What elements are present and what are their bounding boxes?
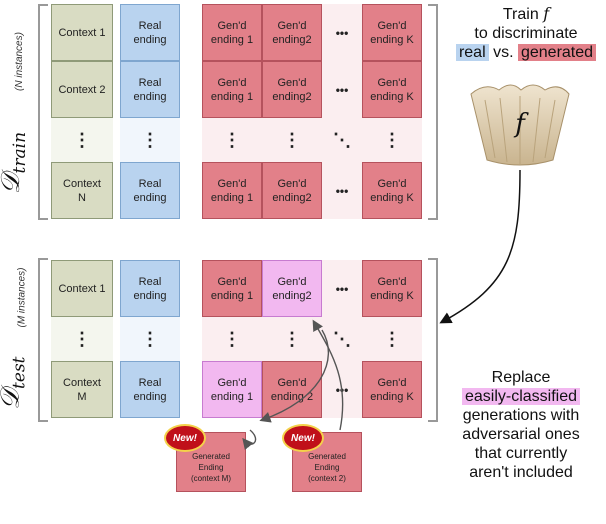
train-ellipsis-n: ••• — [322, 162, 362, 219]
replace-line6: aren't included — [469, 464, 573, 481]
test-gen1-m-adversarial: Gen'd ending 1 — [202, 361, 262, 418]
test-gen1-1: Gen'd ending 1 — [202, 260, 262, 317]
train-gen2-2: Gen'd ending2 — [262, 61, 322, 118]
train-vdots-g2: ⋮ — [262, 118, 322, 162]
test-ellipsis-m: ••• — [322, 361, 362, 418]
train-instances-label: (N instances) — [13, 32, 25, 91]
test-instances-label: (M instances) — [16, 267, 28, 328]
test-diag-dots: ⋱ — [322, 317, 362, 361]
test-genk-1: Gen'd ending K — [362, 260, 422, 317]
train-gen1-1: Gen'd ending 1 — [202, 4, 262, 61]
test-vdots-gk: ⋮ — [362, 317, 422, 361]
train-real-1: Real ending — [120, 4, 180, 61]
replace-caption: Replace easily-classified generations wi… — [436, 368, 606, 482]
test-vdots-ctx: ⋮ — [51, 317, 113, 361]
train-context-2: Context 2 — [51, 61, 113, 118]
train-vdots-ctx: ⋮ — [51, 118, 113, 162]
train-caption: Train f to discriminate real vs. generat… — [446, 4, 606, 62]
new-box-text-m: Generated Ending (context M) — [190, 452, 231, 483]
test-genk-m: Gen'd ending K — [362, 361, 422, 418]
train-caption-line2: to discriminate — [474, 25, 578, 42]
test-context-1: Context 1 — [51, 260, 113, 317]
train-gen1-2: Gen'd ending 1 — [202, 61, 262, 118]
generated-highlight: generated — [517, 44, 597, 61]
test-real-m: Real ending — [120, 361, 180, 418]
real-highlight: real — [455, 44, 489, 61]
train-context-1: Context 1 — [51, 4, 113, 61]
filter-to-test-arrow — [439, 169, 521, 324]
train-vdots-gk: ⋮ — [362, 118, 422, 162]
test-real-1: Real ending — [120, 260, 180, 317]
new-badge-m: New! — [166, 426, 204, 450]
test-dataset-label: 𝒟test — [0, 356, 30, 409]
train-ellipsis-2: ••• — [322, 61, 362, 118]
test-gen2-m: Gen'd ending 2 — [262, 361, 322, 418]
replace-line3: generations with — [462, 407, 580, 424]
train-genk-1: Gen'd ending K — [362, 4, 422, 61]
classifier-filter-icon: f — [470, 84, 570, 166]
test-bracket-right — [428, 258, 438, 422]
replace-line2: easily-classified — [436, 387, 606, 406]
test-vdots-real: ⋮ — [120, 317, 180, 361]
train-gen2-n: Gen'd ending2 — [262, 162, 322, 219]
train-vdots-g1: ⋮ — [202, 118, 262, 162]
train-vdots-real: ⋮ — [120, 118, 180, 162]
replace-line1: Replace — [491, 369, 551, 386]
new-badge-2: New! — [284, 426, 322, 450]
test-bracket-left — [38, 258, 48, 422]
train-ellipsis-1: ••• — [322, 4, 362, 61]
train-genk-2: Gen'd ending K — [362, 61, 422, 118]
test-ellipsis-1: ••• — [322, 260, 362, 317]
test-context-m: Context M — [51, 361, 113, 418]
train-caption-line1: Train f — [502, 4, 550, 23]
test-vdots-g2: ⋮ — [262, 317, 322, 361]
new-box-text-2: Generated Ending (context 2) — [308, 452, 346, 483]
train-real-2: Real ending — [120, 61, 180, 118]
train-dataset-label: 𝒟train — [0, 131, 31, 194]
train-bracket-left — [38, 4, 48, 220]
train-context-n: Context N — [51, 162, 113, 219]
train-gen1-n: Gen'd ending 1 — [202, 162, 262, 219]
test-vdots-g1: ⋮ — [202, 317, 262, 361]
replace-line4: adversarial ones — [462, 426, 580, 443]
train-real-n: Real ending — [120, 162, 180, 219]
train-diag-dots: ⋱ — [322, 118, 362, 162]
train-gen2-1: Gen'd ending2 — [262, 4, 322, 61]
replace-line5: that currently — [474, 445, 568, 462]
test-gen2-1-adversarial: Gen'd ending2 — [262, 260, 322, 317]
train-caption-line3: real vs. generated — [446, 43, 606, 62]
train-bracket-right — [428, 4, 438, 220]
train-genk-n: Gen'd ending K — [362, 162, 422, 219]
